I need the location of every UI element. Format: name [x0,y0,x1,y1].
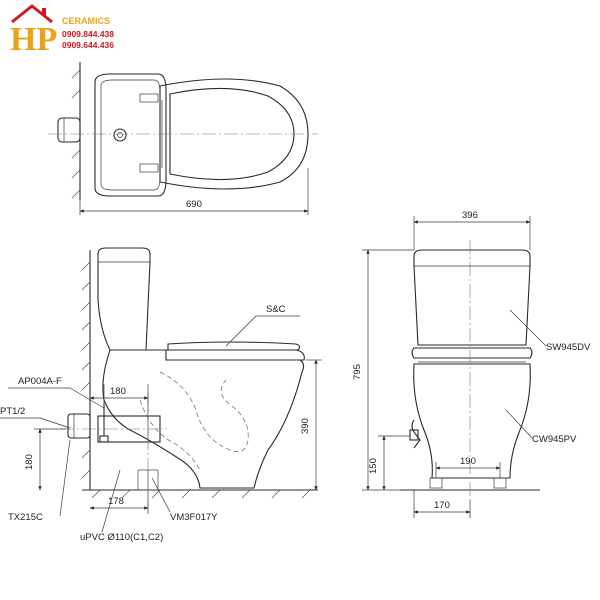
dim-tank-width: 396 [462,210,478,221]
flush-button-icon [113,128,127,142]
leader-flange [151,477,171,513]
front-view-seat [411,347,533,359]
leader-bowl [505,409,533,439]
logo-phone-1: 0909.844.438 [62,29,114,39]
side-view: S&C AP004A-F PT1/2 180 180 390 178 TX215… [0,247,322,543]
label-pipe: uPVC Ø110(C1,C2) [80,532,163,543]
hp-ceramics-logo: HP CERAMICS 0909.844.438 0909.644.436 [10,4,114,58]
label-seat: S&C [266,304,286,315]
top-view-supply-valve [57,117,81,143]
label-bowl: CW945PV [532,434,577,445]
side-view-floor-hatch [91,489,311,499]
side-view-lid [167,341,301,351]
side-view-wall-hatch [81,261,91,479]
dim-rough-in: 178 [108,496,124,507]
bolt-cap-left [429,477,443,489]
house-roof-icon [11,4,53,24]
leader-pipe [101,469,121,533]
label-flex-hose: TX215C [8,512,43,523]
leader-tank [509,309,547,347]
top-view-wall-hatch [71,69,81,199]
label-valve: AP004A-F [18,376,62,387]
logo-phone-2: 0909.644.436 [62,40,114,50]
front-view-tank [413,249,531,346]
front-view-supply-valve [411,419,421,449]
top-view: 690 [48,62,318,215]
side-view-seat [166,349,305,361]
leader-flex-hose [59,439,71,517]
dim-outlet-height: 390 [300,418,311,434]
label-tank: SW945DV [546,342,591,353]
dim-front-inlet-height: 150 [368,458,379,474]
dim-inlet-height: 180 [24,454,35,470]
bolt-cap-right [493,477,507,489]
hinge-top [139,93,159,103]
logo-letters: HP [10,21,57,58]
dim-length: 690 [186,199,202,210]
house-chimney-icon [42,8,46,16]
front-view: 396 795 150 190 170 SW945DV CW945PV [352,210,591,518]
dim-total-height: 795 [352,364,363,380]
logo-brand: CERAMICS [62,16,110,26]
side-view-supply-valve [67,413,91,439]
dim-base-width: 170 [434,500,450,511]
label-thread: PT1/2 [0,406,25,417]
front-view-bowl [413,363,531,479]
side-view-tank [97,247,151,351]
top-view-tank [94,73,167,197]
dim-bolt-spacing: 190 [460,456,476,467]
dim-outlet-offset: 180 [110,386,126,397]
side-view-trapway [159,371,249,452]
leader-seat [225,315,257,347]
hinge-bottom [139,163,159,173]
label-flange: VM3F017Y [170,512,218,523]
side-view-bowl [102,349,305,489]
